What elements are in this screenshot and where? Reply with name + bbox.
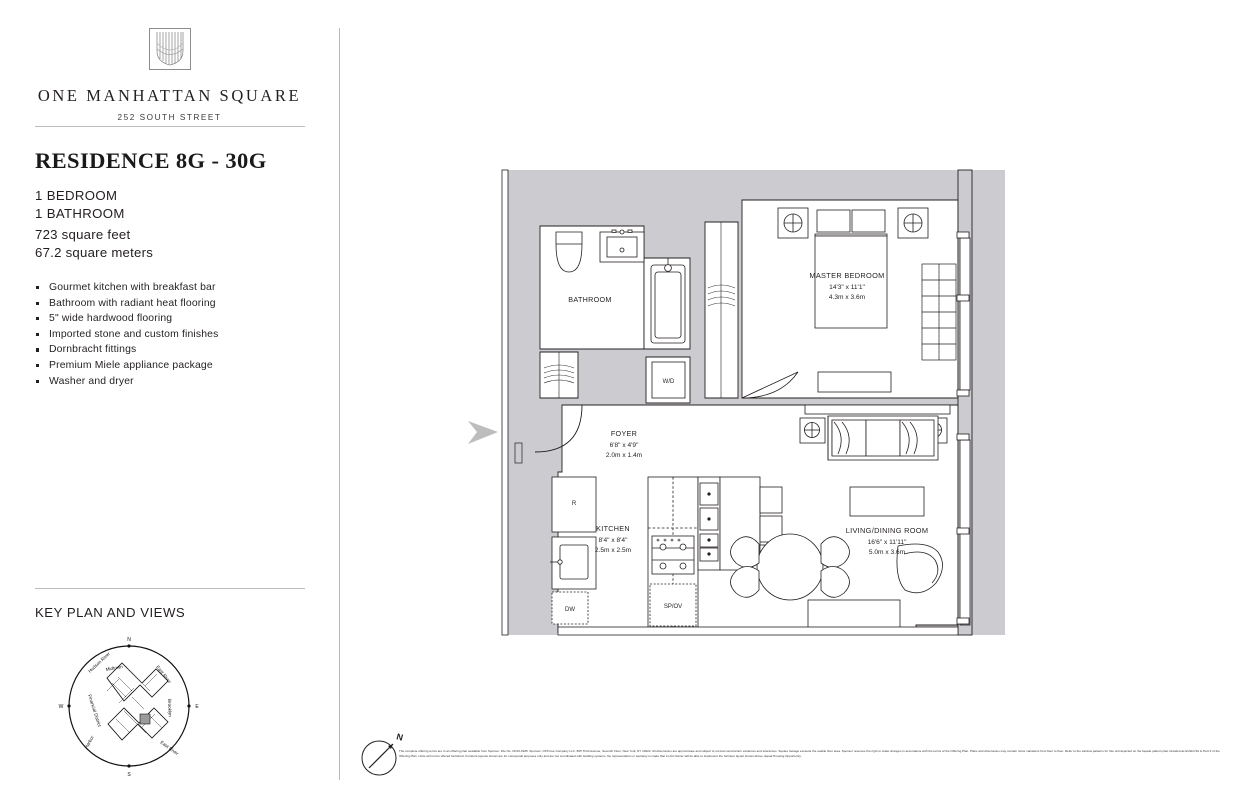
- room-dims-foyer-imperial: 6'8" x 4'9": [610, 442, 639, 449]
- room-dims-master-bedroom-metric: 4.3m x 3.6m: [829, 294, 866, 301]
- key-plan-title: KEY PLAN AND VIEWS: [35, 605, 186, 620]
- list-item: Washer and dryer: [35, 374, 315, 390]
- key-plan-diagram: N S E W: [59, 637, 200, 778]
- page-title: RESIDENCE 8G - 30G: [35, 148, 267, 173]
- bedroom-window-grille: [921, 263, 957, 361]
- bedroom-closet-icon: [707, 222, 736, 398]
- room-dims-living-dining-imperial: 16'6" x 11'11": [868, 539, 908, 546]
- living-furniture: [799, 404, 951, 629]
- panel-divider: [339, 28, 340, 780]
- info-panel: ONE MANHATTAN SQUARE 252 SOUTH STREET RE…: [0, 0, 339, 800]
- view-label-brooklyn: Brooklyn: [167, 699, 173, 717]
- view-label-east-river-north: East River: [155, 665, 172, 685]
- appliance-label-dishwasher: DW: [565, 607, 575, 613]
- room-dims-kitchen-metric: 2.5m x 2.5m: [595, 547, 632, 554]
- compass-ticks: [67, 644, 191, 768]
- north-label: N: [395, 731, 404, 742]
- entry-door-icon: [514, 404, 583, 464]
- bedroom-count: 1 BEDROOM: [35, 188, 118, 203]
- divider-top: [35, 126, 305, 127]
- feature-list: Gourmet kitchen with breakfast bar Bathr…: [35, 280, 315, 389]
- kitchen-casework: [550, 476, 597, 625]
- building-monogram-icon: [148, 28, 191, 70]
- closet-shelving-icon: [543, 352, 575, 398]
- sink-icon: [559, 544, 589, 580]
- view-label-harbor: Harbor: [84, 734, 96, 749]
- list-item: Premium Miele appliance package: [35, 358, 315, 374]
- key-plan-unit-marker: [139, 713, 151, 725]
- dining-set-icon: [730, 533, 850, 601]
- dining-table-icon: [756, 533, 824, 601]
- window-wall-east: [956, 169, 973, 636]
- pillow-right: [851, 209, 886, 233]
- appliance-label-refrigerator: R: [572, 501, 577, 507]
- dining-chair: [730, 566, 760, 598]
- room-dims-foyer-metric: 2.0m x 1.4m: [606, 452, 643, 459]
- bed-icon: [814, 235, 888, 329]
- compass-s: S: [127, 772, 131, 778]
- room-dims-kitchen-imperial: 8'4" x 8'4": [599, 537, 628, 544]
- area-square-feet: 723 square feet: [35, 227, 131, 242]
- compass-n: N: [127, 637, 131, 643]
- bathroom-count: 1 BATHROOM: [35, 206, 125, 222]
- bed-bath-summary: 1 BEDROOM 1 BATHROOM: [35, 187, 125, 223]
- floor-plan-drawing: W/D: [360, 0, 1236, 800]
- toilet-icon: [555, 231, 583, 273]
- dresser-icon: [817, 371, 892, 393]
- area-summary: 723 square feet 67.2 square meters: [35, 226, 153, 263]
- list-item: Gourmet kitchen with breakfast bar: [35, 280, 315, 296]
- brand-name: ONE MANHATTAN SQUARE: [37, 86, 302, 105]
- credenza-icon: [807, 599, 901, 629]
- armchair-icon: [896, 543, 943, 594]
- legal-disclaimer: The complete offering terms are in an of…: [399, 749, 1220, 758]
- cooktop-icon: [651, 535, 695, 575]
- list-item: 5" wide hardwood flooring: [35, 311, 315, 327]
- key-plan-buildings: [106, 662, 169, 741]
- brand-address: 252 SOUTH STREET: [117, 113, 222, 122]
- entry-arrow-icon: [468, 421, 498, 444]
- room-dims-master-bedroom-imperial: 14'3" x 11'1": [829, 284, 865, 291]
- compass-e: E: [195, 704, 199, 710]
- bedroom-furniture: [777, 207, 929, 393]
- bathroom-fixtures: [555, 229, 686, 344]
- speed-oven-icon: [649, 583, 697, 627]
- north-arrow-icon: N: [361, 731, 404, 776]
- list-item: Imported stone and custom finishes: [35, 327, 315, 343]
- view-label-midtown: Midtown: [105, 664, 123, 672]
- divider-bottom: [35, 588, 305, 589]
- dishwasher-icon: [551, 591, 589, 625]
- room-label-foyer: FOYER: [611, 429, 637, 438]
- appliance-label-speed-oven: SP/OV: [664, 604, 682, 610]
- refrigerator-icon: [551, 476, 597, 533]
- kitchen-island: [647, 476, 699, 628]
- brand-block: ONE MANHATTAN SQUARE 252 SOUTH STREET: [0, 28, 339, 122]
- appliance-label-wd: W/D: [663, 379, 675, 385]
- key-plan-view-labels: Hudson River Midtown East River Brooklyn…: [84, 651, 180, 757]
- compass-w: W: [59, 704, 64, 710]
- room-label-master-bedroom: MASTER BEDROOM: [809, 271, 884, 280]
- room-dims-living-dining-metric: 5.0m x 3.6m: [869, 549, 906, 556]
- window-mullion-marks: [956, 231, 970, 625]
- room-label-living-dining: LIVING/DINING ROOM: [846, 526, 929, 535]
- washer-dryer-icon: [651, 361, 686, 399]
- compass-labels: N S E W: [59, 637, 200, 778]
- dining-chair: [820, 566, 850, 598]
- room-label-kitchen: KITCHEN: [596, 524, 630, 533]
- window-wall-south: [557, 626, 959, 636]
- coffee-table-icon: [849, 486, 925, 517]
- list-item: Bathroom with radiant heat flooring: [35, 296, 315, 312]
- bedroom-door-icon: [741, 371, 799, 399]
- exterior-wall-west: [501, 169, 509, 636]
- pillow-left: [816, 209, 851, 233]
- list-item: Dornbracht fittings: [35, 342, 315, 358]
- room-label-bathroom: BATHROOM: [568, 295, 611, 304]
- area-square-meters: 67.2 square meters: [35, 245, 154, 261]
- view-label-financial-district: Financial District: [87, 694, 102, 728]
